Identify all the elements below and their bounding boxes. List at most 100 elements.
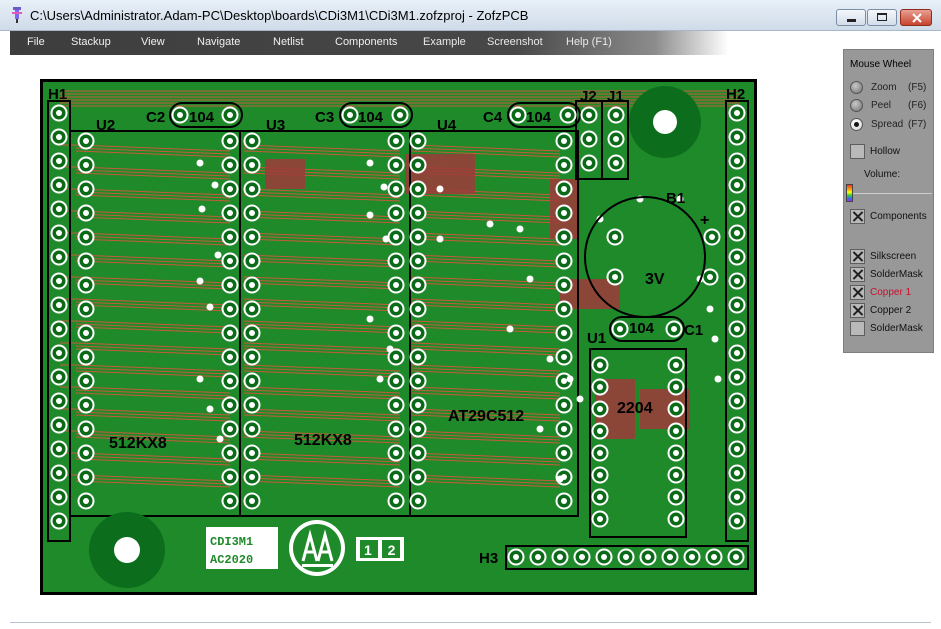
layer-soldermask-bottom[interactable]: SolderMask [850, 321, 936, 339]
battery-pad-hole [612, 274, 618, 280]
layer-copper-2[interactable]: Copper 2 [850, 303, 936, 321]
capacitor-pad-hole [397, 112, 403, 118]
layer-copper-1[interactable]: Copper 1 [850, 285, 936, 303]
bus-trace [75, 213, 231, 221]
capacitor-outline [169, 102, 243, 128]
h3-pad-hole [535, 554, 541, 560]
chip-pin-pad-hole [83, 426, 89, 432]
h3-pad-hole [645, 554, 651, 560]
volume-slider-track[interactable] [848, 193, 932, 194]
bus-trace [243, 433, 401, 441]
copper-2-checkbox[interactable] [850, 303, 865, 318]
layer-silkscreen[interactable]: Silkscreen [850, 249, 936, 267]
pcb-viewport[interactable]: H1 H2 H3 U2 U3 U4 U1 512KX8 512KX8 AT29C… [40, 79, 757, 595]
via [546, 355, 554, 363]
menu-netlist[interactable]: Netlist [273, 36, 304, 48]
wheel-mode-zoom[interactable]: Zoom (F5) [850, 80, 936, 96]
bus-trace [75, 455, 231, 463]
via [576, 395, 584, 403]
bus-trace [243, 323, 401, 331]
bus-trace [411, 342, 561, 350]
zoom-radio[interactable] [850, 81, 863, 94]
via [366, 315, 374, 323]
battery-polarity-mark: + [700, 212, 709, 229]
via [386, 345, 394, 353]
pcb-board[interactable]: H1 H2 H3 U2 U3 U4 U1 512KX8 512KX8 AT29C… [40, 79, 757, 595]
bus-trace [75, 144, 231, 152]
chip-pin-pad-hole [415, 258, 421, 264]
bus-trace [243, 304, 401, 312]
battery-b1 [584, 196, 706, 318]
chip-pin-pad-hole [249, 162, 255, 168]
cap-c4-ref: C4 [483, 109, 503, 126]
menu-file[interactable]: File [27, 36, 45, 48]
bus-trace [75, 370, 231, 378]
copper-1-checkbox[interactable] [850, 285, 865, 300]
bus-trace [243, 188, 401, 196]
bus-trace [75, 386, 231, 394]
menu-navigate[interactable]: Navigate [197, 36, 241, 48]
header-h3-label: H3 [479, 550, 498, 567]
chip-pin-pad-hole [227, 138, 233, 144]
chip-pin-pad-hole [415, 354, 421, 360]
bus-trace [243, 213, 401, 221]
soldermask-top-checkbox[interactable] [850, 267, 865, 282]
cap-c2-ref: C2 [146, 109, 165, 126]
bus-trace [411, 320, 561, 328]
via [214, 251, 222, 259]
bus-trace [75, 169, 231, 177]
soldermask-bottom-checkbox[interactable] [850, 321, 865, 336]
wheel-mode-peel[interactable]: Peel (F6) [850, 98, 936, 114]
minimize-button[interactable] [836, 9, 866, 26]
chip-pin-pad-hole [393, 234, 399, 240]
bus-trace [75, 477, 231, 485]
chip-pin-pad-hole [227, 162, 233, 168]
wheel-mode-spread[interactable]: Spread (F7) [850, 117, 936, 133]
chip-pin-pad-hole [561, 498, 567, 504]
chip-pin-pad-hole [249, 186, 255, 192]
menu-view[interactable]: View [141, 36, 165, 48]
bus-trace [411, 301, 561, 309]
bus-trace [75, 188, 231, 196]
chip-pin-pad-hole [561, 162, 567, 168]
h2-pad-hole [734, 110, 740, 116]
bus-trace [75, 238, 231, 246]
layer-soldermask-top[interactable]: SolderMask [850, 267, 936, 285]
chip-pin-pad-hole [415, 378, 421, 384]
volume-slider-handle[interactable] [846, 184, 853, 202]
hollow-toggle[interactable]: Hollow [850, 144, 936, 162]
chip-pin-pad-hole [249, 330, 255, 336]
bus-trace [243, 348, 401, 356]
bus-trace [411, 430, 561, 438]
cap-c4-value: 104 [526, 109, 552, 126]
menu-help[interactable]: Help (F1) [566, 36, 612, 48]
soldermask-bottom-label: SolderMask [870, 323, 923, 334]
zoom-shortcut: (F5) [908, 82, 927, 93]
hollow-checkbox[interactable] [850, 144, 865, 159]
peel-radio[interactable] [850, 99, 863, 112]
components-toggle[interactable]: Components [850, 209, 936, 227]
maximize-button[interactable] [867, 9, 897, 26]
spread-radio[interactable] [850, 118, 863, 131]
close-button[interactable] [900, 9, 932, 26]
zofzpcb-app-icon [12, 7, 22, 23]
components-checkbox[interactable] [850, 209, 865, 224]
bus-trace [243, 345, 401, 353]
via [706, 305, 714, 313]
menu-screenshot[interactable]: Screenshot [487, 36, 543, 48]
u1-pin-pad-hole [597, 362, 603, 368]
close-icon [912, 13, 922, 23]
menu-stackup[interactable]: Stackup [71, 36, 111, 48]
chip-pin-pad-hole [393, 402, 399, 408]
menu-components[interactable]: Components [335, 36, 398, 48]
menu-example[interactable]: Example [423, 36, 466, 48]
bus-trace [75, 254, 231, 262]
bus-trace [243, 430, 401, 438]
chip-pin-pad-hole [83, 234, 89, 240]
silkscreen-checkbox[interactable] [850, 249, 865, 264]
bus-trace [243, 144, 401, 152]
bus-trace [75, 411, 231, 419]
u1-pin-pad-hole [673, 406, 679, 412]
chip-pin-pad-hole [415, 474, 421, 480]
bus-trace [411, 480, 561, 488]
